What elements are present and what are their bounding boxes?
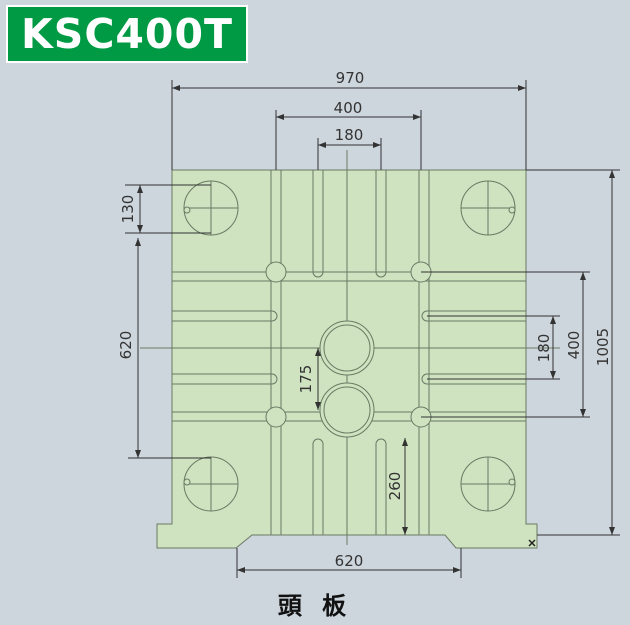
tie-bar-pins	[183, 206, 516, 486]
dim-slot-length: 260	[386, 472, 404, 501]
corner-x-mark	[528, 539, 536, 547]
dim-inner-width: 400	[334, 99, 363, 117]
model-title: KSC400T	[6, 5, 248, 63]
dim-left-hole-offset: 130	[119, 195, 137, 224]
dim-bottom-width: 620	[335, 552, 364, 570]
dimension-lines	[125, 80, 620, 578]
center-bores	[319, 320, 375, 438]
dim-right-inner: 180	[535, 334, 553, 363]
drawing-caption: 頭 板	[277, 592, 353, 620]
arrowheads	[135, 85, 615, 573]
vertical-slots	[270, 170, 430, 535]
dim-center-bore-spacing: 175	[297, 365, 315, 394]
dim-overall-width: 970	[336, 69, 365, 87]
tie-bar-crosshairs	[184, 181, 515, 511]
dim-center-width: 180	[335, 126, 364, 144]
dim-overall-height: 1005	[594, 328, 612, 366]
dim-right-mid: 400	[565, 331, 583, 360]
dim-left-hole-spacing: 620	[117, 331, 135, 360]
